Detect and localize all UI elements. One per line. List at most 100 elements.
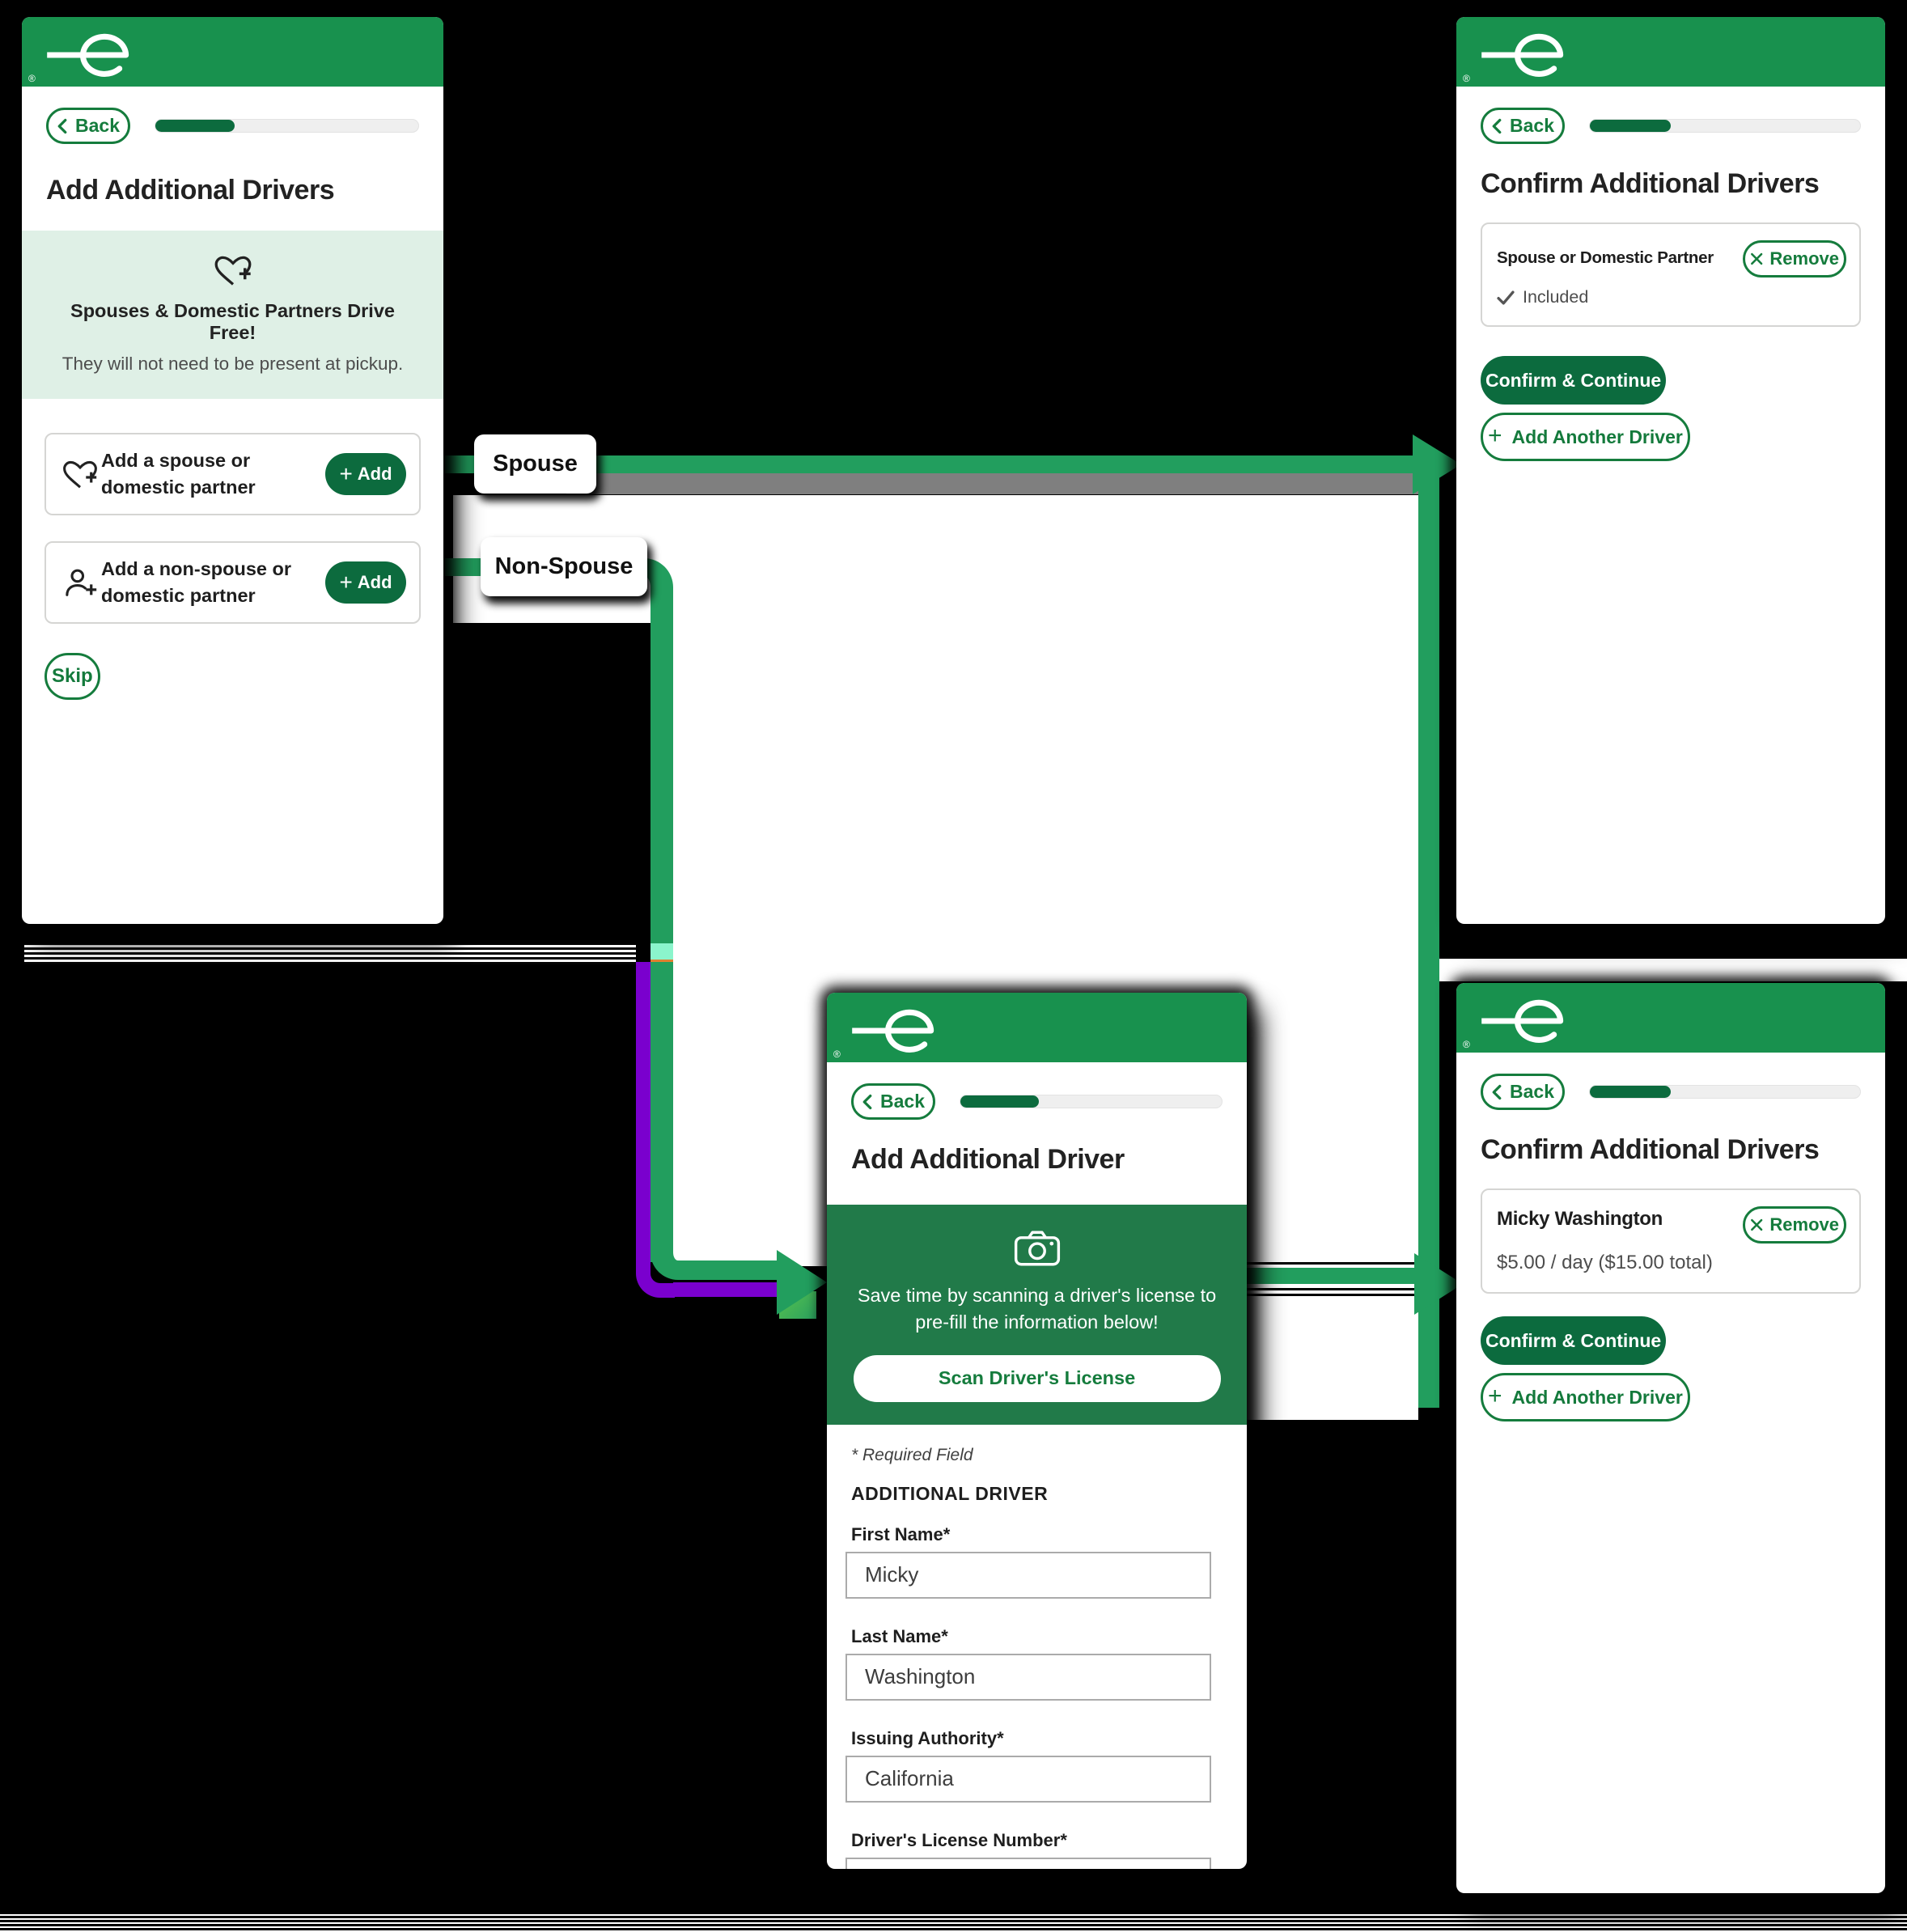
- spouse-connector-line: [596, 455, 1416, 473]
- close-icon: [1751, 1218, 1763, 1231]
- check-icon: [1497, 290, 1515, 305]
- confirm-continue-button[interactable]: Confirm & Continue: [1481, 356, 1667, 405]
- enterprise-logo-icon: [1481, 999, 1564, 1043]
- scan-license-panel: Save time by scanning a driver's license…: [827, 1205, 1247, 1425]
- chevron-left-icon: [1492, 118, 1502, 133]
- driver-card: Micky Washington Remove $5.00 / day ($15…: [1481, 1188, 1861, 1294]
- progress-bar: [155, 119, 419, 133]
- option-add-nonspouse: Add a non-spouse or domestic partner + A…: [44, 541, 421, 624]
- status-label: Included: [1523, 287, 1589, 307]
- progress-bar: [960, 1095, 1223, 1108]
- issuing-authority-label: Issuing Authority*: [851, 1727, 1004, 1748]
- skip-connector-horizontal: [673, 1282, 782, 1297]
- connector-outline: [1247, 1288, 1416, 1290]
- close-icon: [1751, 252, 1763, 265]
- progress-fill: [1590, 1086, 1672, 1098]
- trademark-symbol: ®: [833, 1049, 841, 1060]
- screen-add-driver-form: ® Back Add Additional Driver Save time b…: [827, 993, 1247, 1869]
- background-patch: [1247, 1266, 1418, 1420]
- enterprise-logo-icon: [1481, 33, 1564, 77]
- chevron-left-icon: [57, 118, 67, 133]
- add-another-label: Add Another Driver: [1511, 1386, 1683, 1408]
- background-patch: [1421, 959, 1907, 981]
- banner-title: Spouses & Domestic Partners Drive Free!: [70, 300, 395, 343]
- add-nonspouse-button[interactable]: + Add: [325, 561, 406, 604]
- connector-junction-artifact: [650, 943, 673, 960]
- add-another-driver-button[interactable]: + Add Another Driver: [1481, 413, 1690, 461]
- back-button[interactable]: Back: [1481, 108, 1565, 144]
- chevron-left-icon: [1492, 1084, 1502, 1099]
- page-title: Confirm Additional Drivers: [1481, 168, 1820, 199]
- option-label: Add a spouse or domestic partner: [101, 450, 256, 498]
- enterprise-logo-icon: [47, 33, 129, 77]
- back-button[interactable]: Back: [46, 108, 130, 144]
- back-button[interactable]: Back: [1481, 1074, 1565, 1110]
- skip-button[interactable]: Skip: [44, 653, 100, 700]
- app-header: ®: [1456, 17, 1885, 87]
- screen-confirm-spouse: ® Back Confirm Additional Drivers Spouse…: [1456, 17, 1885, 924]
- page-title: Confirm Additional Drivers: [1481, 1134, 1820, 1165]
- screen-confirm-driver: ® Back Confirm Additional Drivers Micky …: [1456, 983, 1885, 1893]
- driver-card-row: Spouse or Domestic Partner Remove: [1497, 240, 1846, 278]
- trademark-symbol: ®: [1463, 73, 1470, 84]
- remove-button[interactable]: Remove: [1743, 240, 1846, 278]
- add-another-driver-button[interactable]: + Add Another Driver: [1481, 1373, 1690, 1421]
- progress-fill: [155, 120, 235, 132]
- back-label: Back: [880, 1091, 925, 1112]
- back-label: Back: [75, 115, 120, 136]
- trademark-symbol: ®: [28, 73, 36, 84]
- plus-icon: +: [1488, 1382, 1502, 1409]
- page-title: Add Additional Driver: [851, 1144, 1125, 1175]
- trademark-symbol: ®: [1463, 1039, 1470, 1050]
- back-label: Back: [1510, 1081, 1554, 1102]
- flow-label-nonspouse: Non-Spouse: [481, 537, 647, 596]
- page-title: Add Additional Drivers: [46, 175, 335, 205]
- spouse-free-banner: Spouses & Domestic Partners Drive Free! …: [22, 231, 443, 399]
- skip-connector-stripes: [24, 945, 636, 964]
- issuing-authority-field[interactable]: [845, 1755, 1211, 1803]
- form-to-confirm-connector: [1247, 1268, 1418, 1284]
- scanline-artifact: [0, 1914, 1907, 1932]
- person-plus-icon: [66, 569, 97, 596]
- chevron-left-icon: [862, 1094, 872, 1109]
- back-button[interactable]: Back: [851, 1083, 935, 1120]
- connector-junction-artifact: [650, 960, 673, 962]
- add-label: Add: [357, 572, 392, 592]
- driver-card: Spouse or Domestic Partner Remove Includ…: [1481, 222, 1861, 327]
- section-heading: ADDITIONAL DRIVER: [851, 1482, 1049, 1504]
- scan-license-button[interactable]: Scan Driver's License: [853, 1354, 1221, 1402]
- heart-plus-icon: [63, 460, 97, 489]
- last-name-field[interactable]: [845, 1653, 1211, 1701]
- remove-button[interactable]: Remove: [1743, 1206, 1846, 1244]
- progress-fill: [1590, 120, 1672, 132]
- confirm-continue-button[interactable]: Confirm & Continue: [1481, 1316, 1667, 1365]
- connector-outline: [1247, 1262, 1418, 1265]
- spouse-connector-shadow: [566, 473, 1418, 494]
- first-name-field[interactable]: [845, 1551, 1211, 1599]
- remove-label: Remove: [1769, 248, 1839, 269]
- progress-bar: [1589, 1085, 1861, 1099]
- nonspouse-connector-stub: [443, 558, 481, 576]
- required-field-note: * Required Field: [851, 1445, 973, 1464]
- driver-price: $5.00 / day ($15.00 total): [1497, 1252, 1713, 1273]
- confirm-to-confirm-connector: [1418, 461, 1439, 1408]
- progress-bar: [1589, 119, 1861, 133]
- app-header: ®: [22, 17, 443, 87]
- license-number-field[interactable]: [845, 1857, 1211, 1869]
- nonspouse-connector-horizontal: [694, 1260, 782, 1280]
- back-row: Back: [1481, 108, 1861, 144]
- first-name-label: First Name*: [851, 1523, 951, 1544]
- app-header: ®: [1456, 983, 1885, 1053]
- heart-plus-icon: [214, 256, 251, 286]
- back-row: Back: [1481, 1074, 1861, 1110]
- scan-panel-text: Save time by scanning a driver's license…: [857, 1285, 1217, 1332]
- screen-add-additional-drivers: ® Back Add Additional Drivers Spouses & …: [22, 17, 443, 924]
- camera-icon: [1014, 1231, 1060, 1266]
- skip-connector-vertical: [636, 962, 650, 1265]
- driver-name: Spouse or Domestic Partner: [1497, 248, 1714, 267]
- flow-label-spouse: Spouse: [474, 434, 596, 494]
- app-header: ®: [827, 993, 1247, 1062]
- remove-label: Remove: [1769, 1214, 1839, 1235]
- add-spouse-button[interactable]: + Add: [325, 453, 406, 495]
- license-number-label: Driver's License Number*: [851, 1829, 1067, 1850]
